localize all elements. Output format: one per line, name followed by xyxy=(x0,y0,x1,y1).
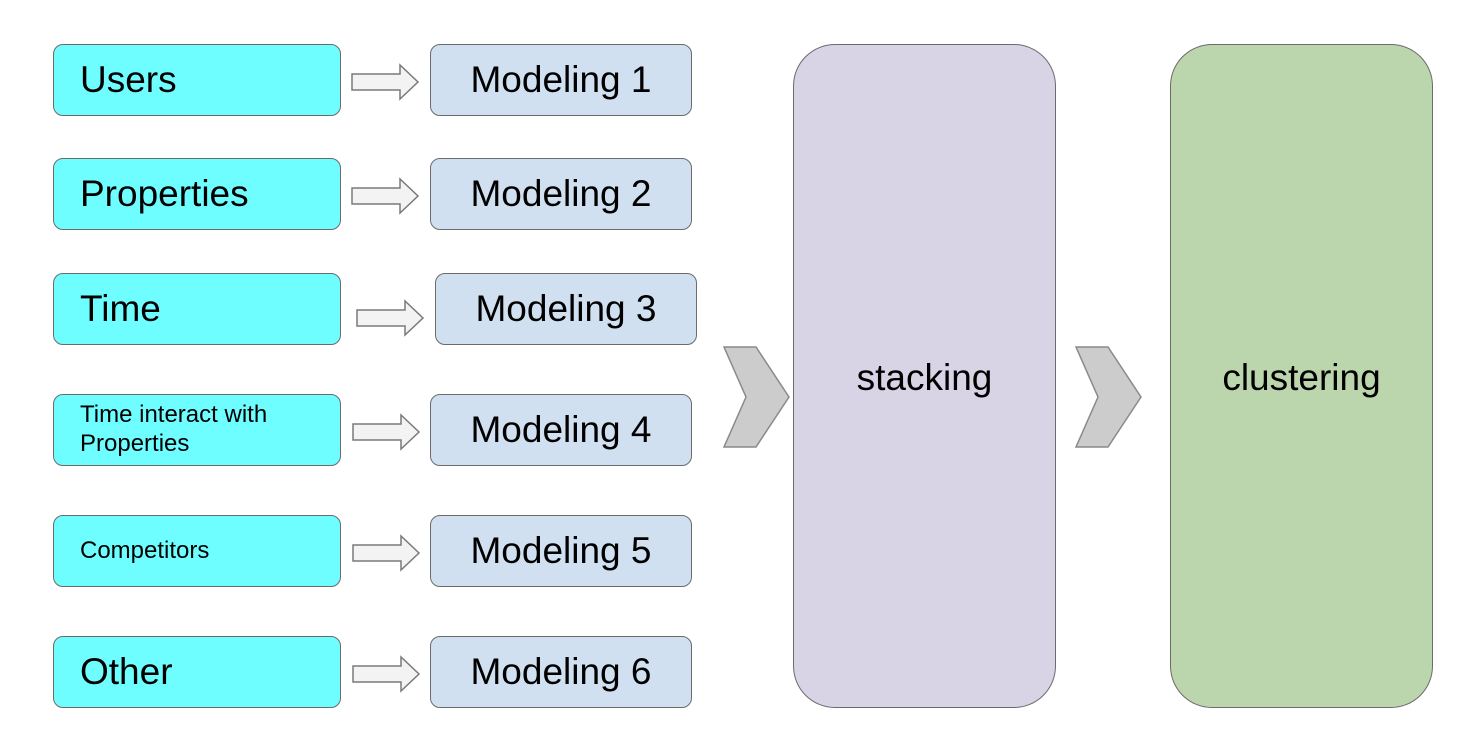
clustering-box: clustering xyxy=(1170,44,1433,708)
source-label: Other xyxy=(80,650,173,692)
block-arrow-4 xyxy=(352,413,421,451)
model-label: Modeling 4 xyxy=(470,409,652,450)
model-box-4: Modeling 4 xyxy=(430,394,692,466)
chevron-arrow-to-stacking xyxy=(722,346,790,448)
source-label: Time xyxy=(80,287,161,329)
source-box-properties: Properties xyxy=(53,158,341,230)
chevron-arrow-to-clustering xyxy=(1074,346,1142,448)
source-label: Properties xyxy=(80,172,249,214)
model-label: Modeling 6 xyxy=(470,651,652,692)
model-box-1: Modeling 1 xyxy=(430,44,692,116)
source-box-time: Time xyxy=(53,273,341,345)
block-arrow-1 xyxy=(351,63,420,101)
model-box-3: Modeling 3 xyxy=(435,273,697,345)
model-box-6: Modeling 6 xyxy=(430,636,692,708)
block-arrow-6 xyxy=(352,655,421,693)
source-box-other: Other xyxy=(53,636,341,708)
source-box-competitors: Competitors xyxy=(53,515,341,587)
source-box-users: Users xyxy=(53,44,341,116)
model-box-2: Modeling 2 xyxy=(430,158,692,230)
model-label: Modeling 5 xyxy=(470,530,652,571)
source-label: Users xyxy=(80,58,177,100)
block-arrow-5 xyxy=(352,534,421,572)
block-arrow-3 xyxy=(356,299,425,337)
source-label: Time interact with Properties xyxy=(80,401,268,457)
stacking-box: stacking xyxy=(793,44,1056,708)
block-arrow-2 xyxy=(351,177,420,215)
source-label: Competitors xyxy=(80,536,210,564)
clustering-label: clustering xyxy=(1222,357,1381,398)
stacking-label: stacking xyxy=(856,357,993,398)
model-label: Modeling 2 xyxy=(470,173,652,214)
model-label: Modeling 3 xyxy=(475,288,657,329)
model-box-5: Modeling 5 xyxy=(430,515,692,587)
model-label: Modeling 1 xyxy=(470,59,652,100)
source-box-time-interact: Time interact with Properties xyxy=(53,394,341,466)
